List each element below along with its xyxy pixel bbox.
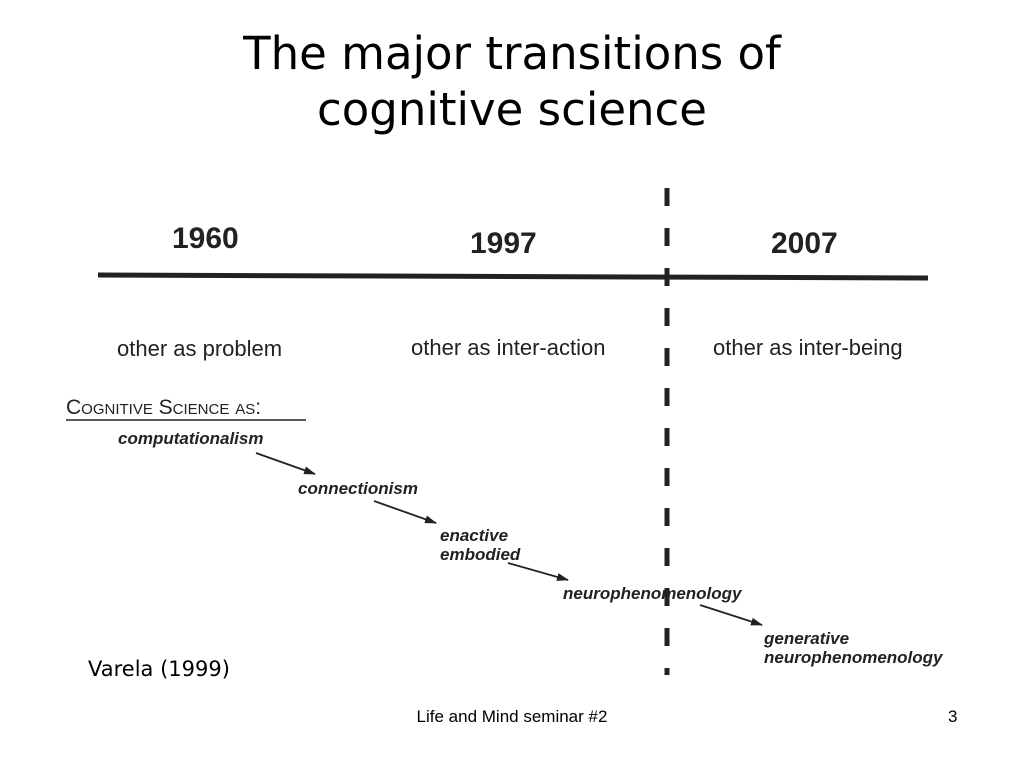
phase-label-inter-being: other as inter-being [713,335,903,360]
stage-connectionism: connectionism [298,479,418,498]
title-line-1: The major transitions of [243,27,781,80]
page-number: 3 [948,707,958,726]
stage-generative-neurophenomenology: neurophenomenology [764,648,944,667]
cognitive-science-heading: Cognitive Science as: [66,396,261,419]
stage-embodied: embodied [440,545,521,564]
year-label-1997: 1997 [470,227,537,260]
stage-computationalism: computationalism [118,429,263,448]
stage-generative: generative [763,629,849,648]
slide-title: The major transitions of cognitive scien… [0,26,1024,138]
year-label-1960: 1960 [172,222,239,255]
title-line-2: cognitive science [317,83,707,136]
arrow-computationalism-to-connectionism [255,452,316,475]
stage-neurophenomenology: neurophenomenology [563,584,743,603]
phase-label-inter-action: other as inter-action [411,335,605,360]
stage-enactive: enactive [440,526,508,545]
citation-text: Varela (1999) [88,657,230,681]
arrow-connectionism-to-enactive [373,500,437,524]
phase-label-problem: other as problem [117,336,282,361]
year-label-2007: 2007 [771,227,838,260]
arrow-to-generative-neurophenomenology [699,604,763,626]
footer-text: Life and Mind seminar #2 [416,707,608,726]
timeline-axis [97,272,929,281]
arrow-embodied-to-neurophenomenology [507,562,569,581]
